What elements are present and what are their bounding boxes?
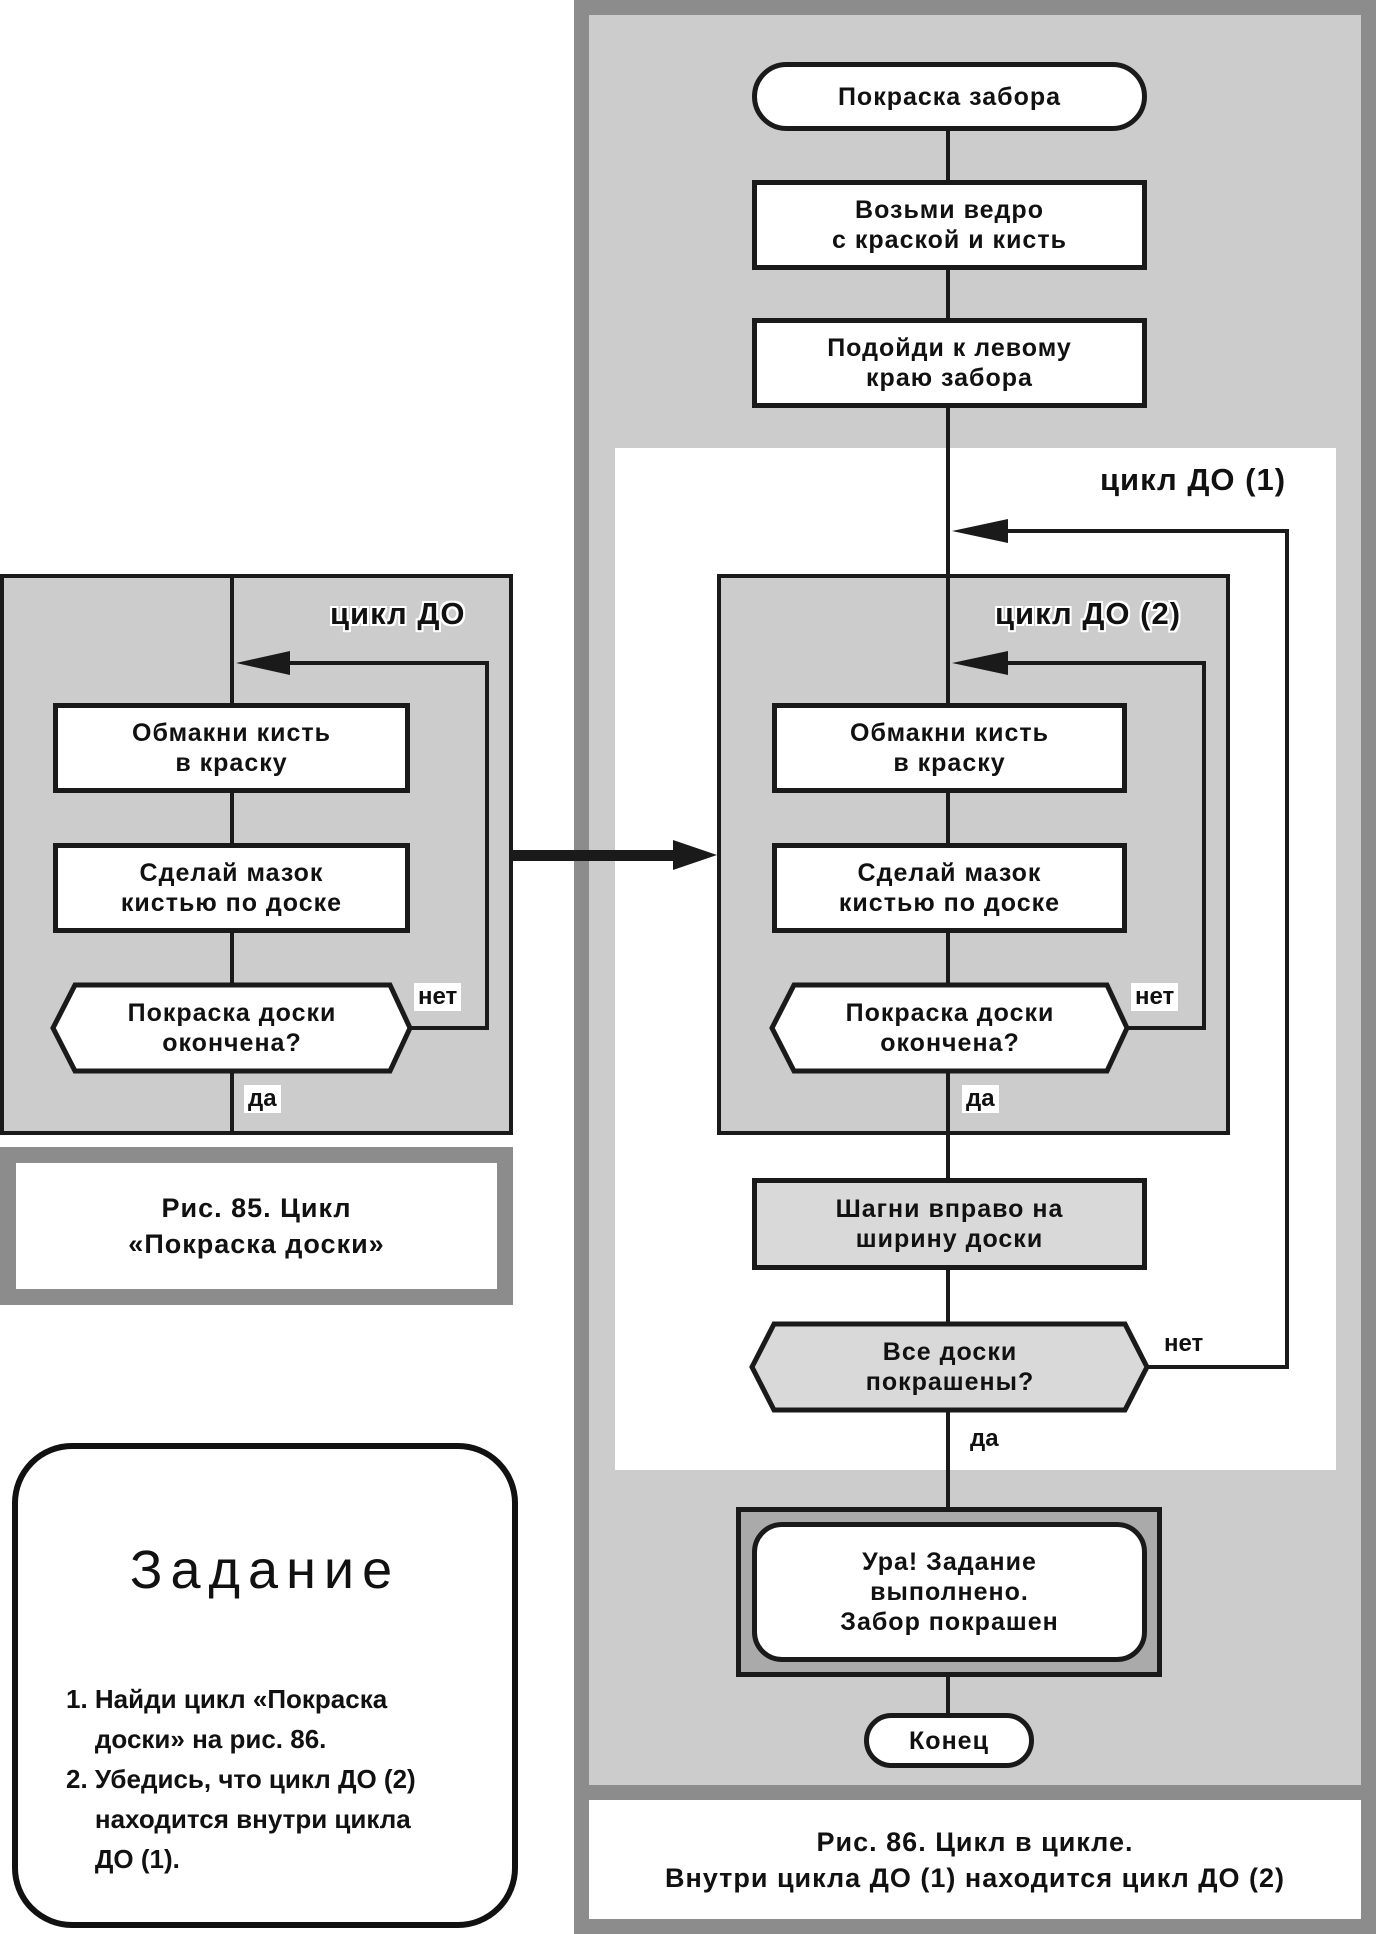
outer-loop-return-line [990, 529, 1289, 1369]
task-box: Задание 1. Найди цикл «Покраска доски» н… [12, 1443, 518, 1928]
fig86-caption: Рис. 86. Цикл в цикле. Внутри цикла ДО (… [589, 1800, 1361, 1919]
inner-loop-return-line [990, 661, 1206, 1030]
fig85-yes-label: да [244, 1085, 281, 1113]
fig85-step-dip-brush: Обмакни кисть в краску [53, 703, 410, 793]
step-take-bucket: Возьми ведро с краской и кисть [752, 180, 1147, 270]
inner-yes-label: да [962, 1085, 999, 1113]
done-terminator: Ура! Задание выполнено. Забор покрашен [752, 1522, 1147, 1662]
fig85-loop-return-line [280, 661, 489, 1030]
inner-loop-arrowhead [952, 651, 1008, 675]
task-title: Задание [129, 1540, 401, 1600]
outer-yes-label: да [966, 1425, 1003, 1453]
fig85-no-label: нет [414, 983, 462, 1011]
inner-decision-shape [769, 982, 1130, 1074]
inner-decision-text: Покраска доски окончена? [845, 999, 1055, 1057]
inner-step-dip-brush: Обмакни кисть в краску [772, 703, 1127, 793]
outer-decision-shape [749, 1321, 1150, 1413]
inner-step-stroke: Сделай мазок кистью по доске [772, 843, 1127, 933]
fig85-caption: Рис. 85. Цикл «Покраска доски» [16, 1163, 497, 1289]
inner-no-label: нет [1131, 983, 1179, 1011]
fig85-decision-shape [50, 982, 413, 1074]
task-item-1: 1. Найди цикл «Покраска доски» на рис. 8… [66, 1684, 388, 1754]
outer-loop-label: цикл ДО (1) [1100, 462, 1287, 497]
transfer-arrow-head [673, 840, 717, 870]
step-go-left-edge: Подойди к левому краю забора [752, 318, 1147, 408]
outer-loop-arrowhead [952, 519, 1008, 543]
outer-decision-text: Все доски покрашены? [865, 1338, 1035, 1396]
fig85-loop-arrowhead [236, 651, 290, 675]
fig85-loop-label: цикл ДО [330, 596, 466, 631]
fig85-step-stroke: Сделай мазок кистью по доске [53, 843, 410, 933]
transfer-arrow-shaft [513, 850, 678, 861]
task-item-2: 2. Убедись, что цикл ДО (2) находится вн… [66, 1764, 416, 1874]
start-terminator: Покраска забора [752, 62, 1147, 131]
outer-no-label: нет [1160, 1330, 1208, 1358]
inner-loop-label: цикл ДО (2) [995, 596, 1182, 631]
step-move-right: Шагни вправо на ширину доски [752, 1178, 1147, 1270]
end-terminator: Конец [864, 1713, 1034, 1768]
fig85-decision-text: Покраска доски окончена? [127, 999, 337, 1057]
